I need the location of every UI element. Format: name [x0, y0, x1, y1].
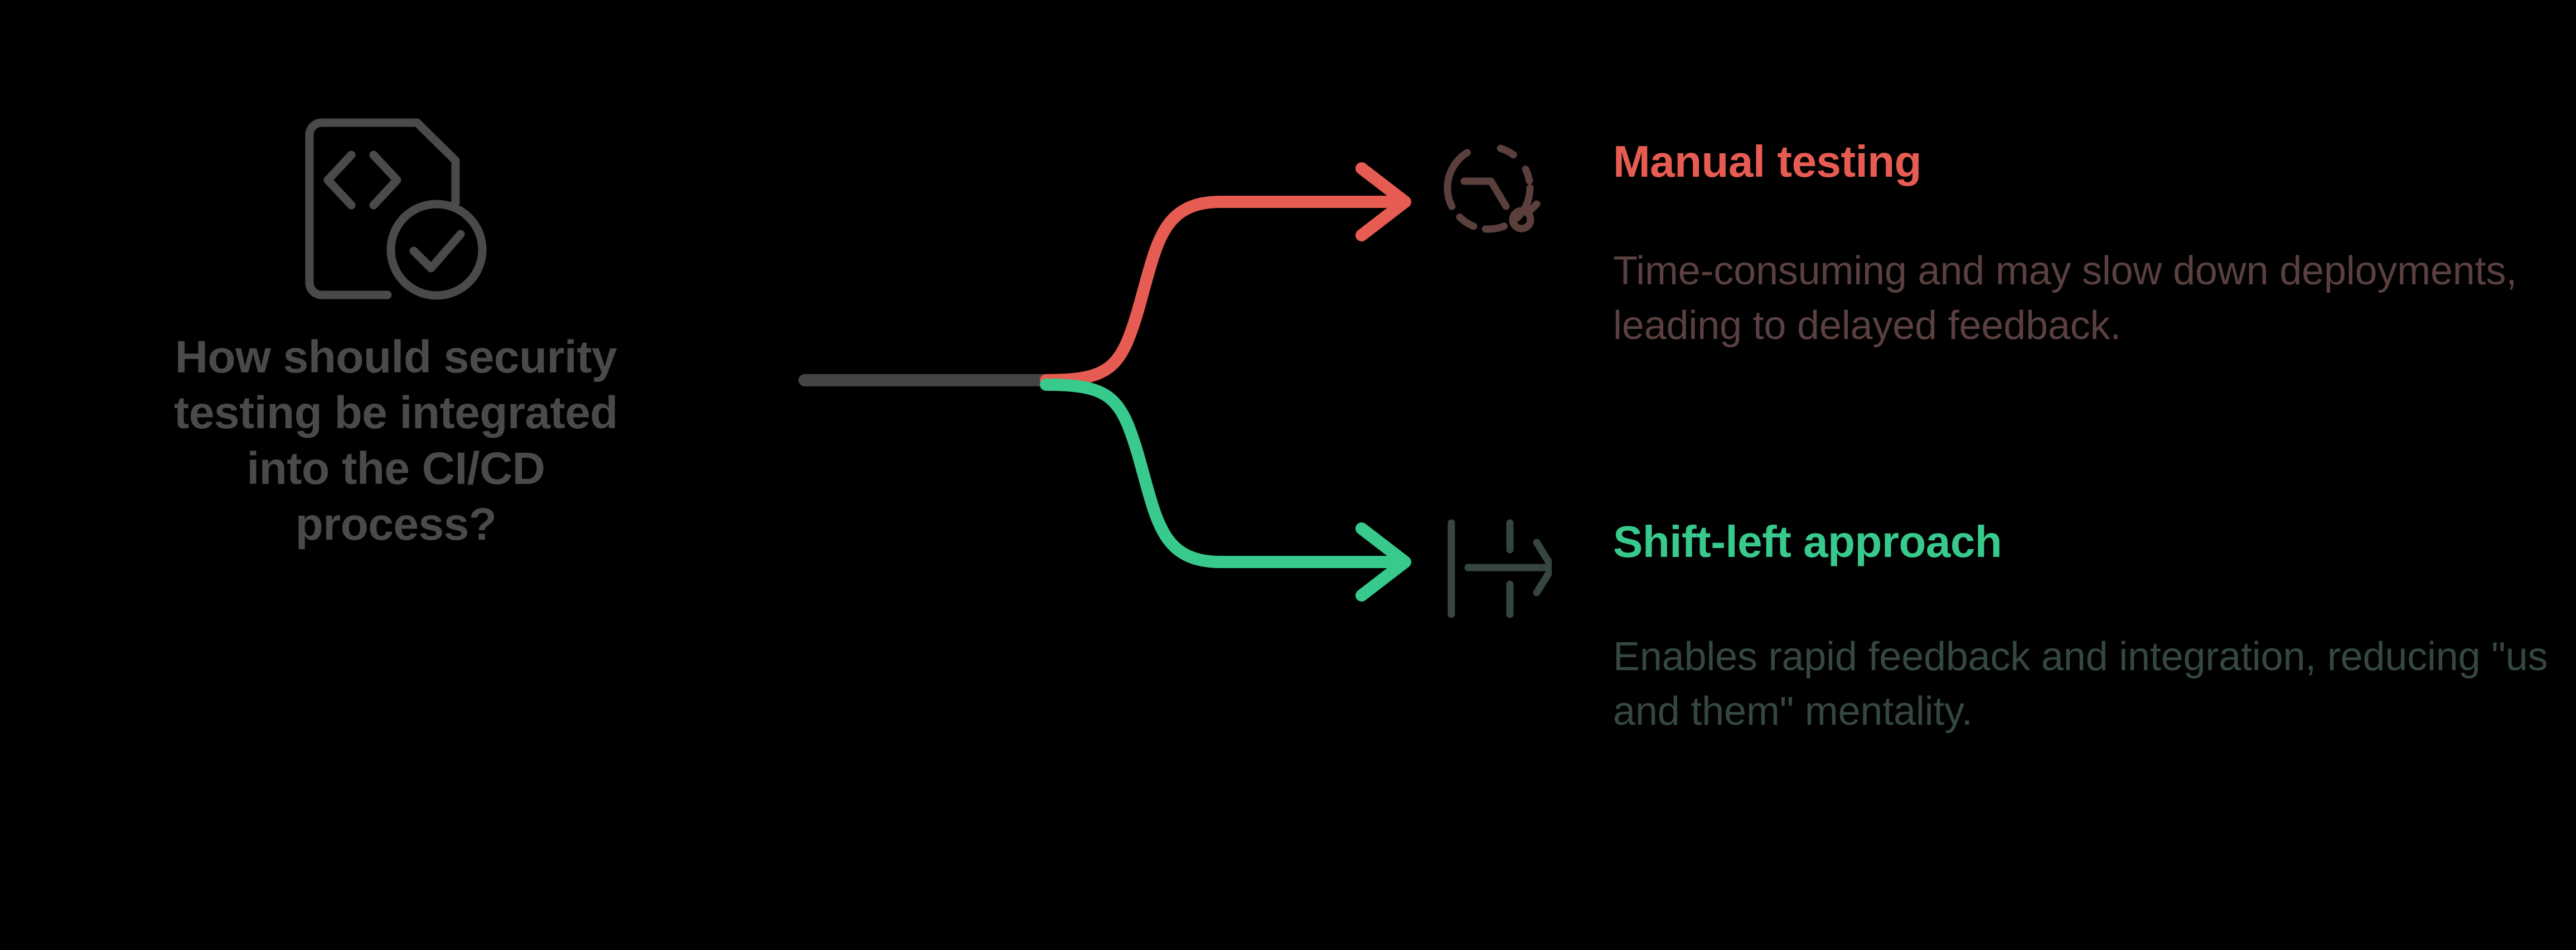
branch-header: Manual testing: [1437, 137, 1922, 238]
branch-arrowhead-shift-left: [1355, 522, 1411, 602]
branch-description-manual-testing: Time-consuming and may slow down deploym…: [1613, 249, 2517, 348]
branch-manual-testing: Manual testing Time-consuming and may sl…: [1437, 137, 2517, 348]
branch-line-manual-testing: [1040, 196, 1397, 386]
branch-title-manual-testing: Manual testing: [1613, 137, 1922, 186]
branch-shift-left-approach: Shift-left approach Enables rapid feedba…: [1437, 518, 2548, 734]
root-question-text: How should security testing be integrate…: [174, 332, 618, 550]
branch-arrowhead-manual-testing: [1355, 162, 1411, 241]
root-node: How should security testing be integrate…: [67, 100, 725, 552]
code-document-check-icon: [305, 118, 487, 300]
branch-line-shift-left: [1040, 379, 1397, 568]
dashed-clock-timer-icon: [1444, 143, 1541, 233]
branch-header: Shift-left approach: [1437, 518, 2002, 618]
branch-description-shift-left-approach: Enables rapid feedback and integration, …: [1613, 634, 2548, 734]
shift-left-arrow-icon: [1447, 519, 1552, 618]
branch-title-shift-left-approach: Shift-left approach: [1613, 517, 2002, 566]
